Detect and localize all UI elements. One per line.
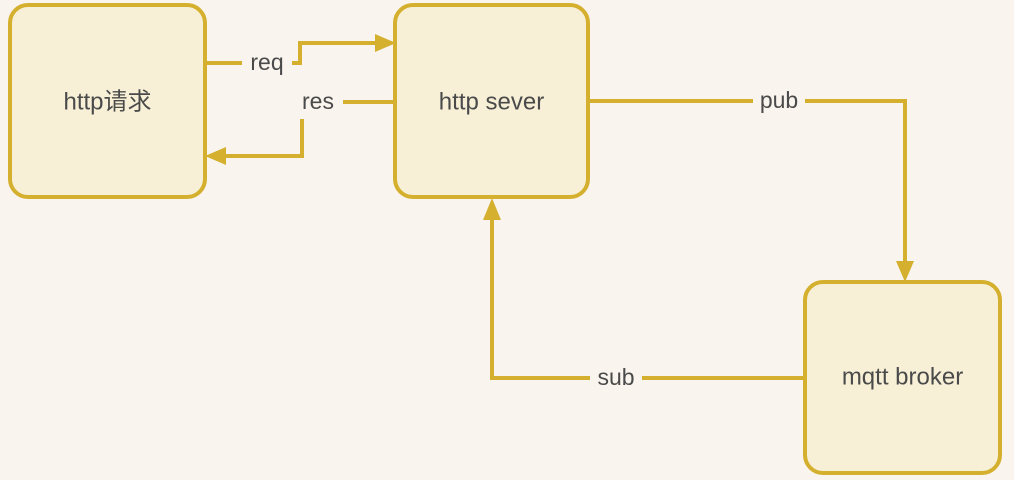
node-http-server-label: http sever — [439, 88, 544, 115]
edge-label-sub-text: sub — [597, 364, 634, 390]
node-http-request[interactable]: http请求 — [8, 3, 207, 199]
edge-res-path — [222, 100, 395, 158]
edge-label-req-text: req — [250, 49, 283, 75]
edge-req-path — [205, 41, 380, 65]
edge-label-pub-text: pub — [760, 87, 798, 113]
node-http-request-shape — [8, 3, 207, 199]
edge-res-arrowhead — [205, 147, 226, 165]
node-http-server[interactable]: http sever — [393, 3, 590, 199]
edge-res[interactable] — [205, 100, 395, 165]
edge-label-req-bg — [242, 46, 292, 80]
node-mqtt-broker-shape — [803, 280, 1002, 475]
edge-pub[interactable] — [588, 99, 914, 282]
edge-sub-arrowhead — [483, 198, 501, 220]
edge-sub-path — [490, 216, 805, 380]
edge-pub-arrowhead — [896, 261, 914, 282]
edge-req[interactable] — [205, 34, 396, 65]
edge-sub[interactable] — [483, 198, 805, 380]
edge-pub-path — [588, 99, 907, 266]
edge-label-sub-bg — [590, 361, 642, 395]
edge-label-res-text: res — [302, 88, 334, 114]
edge-req-arrowhead — [375, 34, 396, 52]
edge-label-req: req — [242, 46, 292, 80]
node-http-request-label: http请求 — [63, 88, 151, 115]
edge-label-sub: sub — [590, 361, 642, 395]
edge-label-res-bg — [294, 85, 343, 119]
edge-label-res: res — [294, 85, 343, 119]
edge-label-pub-bg — [753, 84, 805, 118]
node-mqtt-broker[interactable]: mqtt broker — [803, 280, 1002, 475]
edge-label-pub: pub — [753, 84, 805, 118]
node-mqtt-broker-label: mqtt broker — [842, 363, 963, 390]
node-http-server-shape — [393, 3, 590, 199]
